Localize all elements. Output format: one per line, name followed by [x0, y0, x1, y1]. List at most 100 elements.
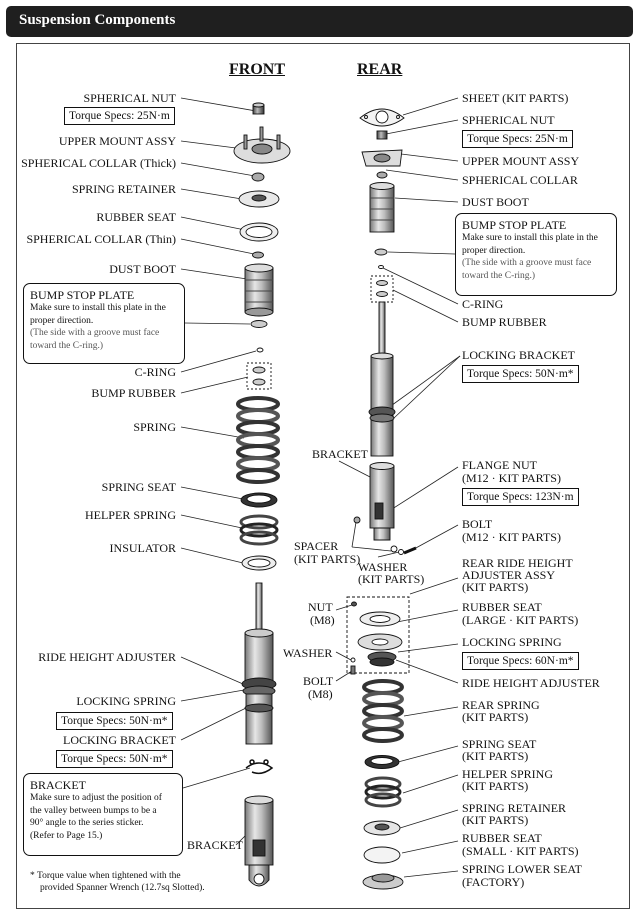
rear-sheet [359, 108, 405, 127]
front-parts [233, 102, 291, 887]
front-bracket-note-line4: (Refer to Page 15.) [30, 830, 103, 841]
rear-label-lower-seat-1: SPRING LOWER SEAT [462, 862, 583, 876]
front-bump-note-line1: Make sure to install this plate in the [30, 303, 166, 313]
front-label-locking-bracket: LOCKING BRACKET [63, 733, 176, 747]
rear-label-spring-seat-1: SPRING SEAT [462, 737, 537, 751]
rear-label-spherical-collar: SPHERICAL COLLAR [462, 173, 578, 187]
rear-c-ring [378, 265, 384, 269]
rear-torque-locking-spring: Torque Specs: 60N·m* [462, 652, 579, 670]
front-c-ring [256, 347, 264, 353]
rear-bump-note-title: BUMP STOP PLATE [462, 218, 567, 232]
rear-label-adjuster-assy-1: REAR RIDE HEIGHT [462, 556, 573, 570]
rear-label-dust-boot: DUST BOOT [462, 195, 529, 209]
front-heading: FRONT [229, 61, 285, 78]
rear-spacer [353, 516, 361, 524]
rear-bump-note-line1: Make sure to install this plate in the [462, 233, 598, 243]
rear-label-rear-spring-2: (KIT PARTS) [462, 710, 529, 724]
front-label-ride-height-adjuster: RIDE HEIGHT ADJUSTER [38, 650, 176, 664]
footnote-line1: * Torque value when tightened with the [30, 871, 181, 881]
front-bracket-note-title: BRACKET [30, 778, 87, 792]
front-bracket-note: BRACKET Make sure to adjust the position… [23, 773, 183, 856]
front-torque-locking-bracket: Torque Specs: 50N·m* [56, 750, 173, 768]
rear-label-bolt-2: (M12 · KIT PARTS) [462, 530, 561, 544]
footnote-line2: provided Spanner Wrench (12.7sq Slotted)… [40, 883, 205, 893]
front-label-helper-spring: HELPER SPRING [84, 508, 176, 522]
front-bracket-note-line3: 90° angle to the series sticker. [30, 818, 144, 828]
front-collar-thick [251, 172, 265, 182]
front-helper-spring [239, 514, 279, 546]
rear-label-washer-m8: WASHER [283, 646, 333, 660]
front-label-c-ring: C-RING [134, 365, 176, 379]
front-label-collar-thick: SPHERICAL COLLAR (Thick) [21, 156, 176, 170]
front-label-rubber-seat: RUBBER SEAT [96, 210, 176, 224]
rear-label-bolt-m8-2: (M8) [308, 687, 333, 701]
rear-bolt-m12 [403, 546, 417, 555]
rear-bracket [369, 462, 395, 541]
front-bump-stop-plate [250, 320, 268, 328]
front-bump-note-line3: (The side with a groove must face [30, 328, 160, 338]
rear-heading: REAR [357, 61, 403, 78]
rear-label-spacer-2: (KIT PARTS) [294, 552, 361, 566]
rear-label-upper-mount: UPPER MOUNT ASSY [462, 154, 580, 168]
rear-label-bolt-1: BOLT [462, 517, 493, 531]
rear-label-bracket: BRACKET [312, 447, 369, 461]
rear-label-spring-retainer-2: (KIT PARTS) [462, 813, 529, 827]
rear-bump-rubber [370, 275, 394, 303]
front-label-bracket: BRACKET [187, 838, 244, 852]
rear-label-nut-1: NUT [308, 600, 333, 614]
front-bump-stop-note: BUMP STOP PLATE Make sure to install thi… [23, 283, 185, 364]
front-dust-boot [244, 263, 274, 317]
rear-label-spring-seat-2: (KIT PARTS) [462, 749, 529, 763]
rear-bump-note-line2: proper direction. [462, 245, 526, 256]
rear-label-lower-seat-2: (FACTORY) [462, 875, 525, 889]
rear-label-rear-spring-1: REAR SPRING [462, 698, 540, 712]
rear-label-rubber-seat-small-2: (SMALL · KIT PARTS) [462, 844, 579, 858]
rear-upper-mount [361, 149, 403, 167]
rear-label-nut-2: (M8) [310, 613, 335, 627]
rear-spherical-nut [376, 130, 388, 140]
rear-label-sheet: SHEET (KIT PARTS) [462, 91, 569, 105]
front-label-dust-boot: DUST BOOT [109, 262, 176, 276]
rear-label-locking-bracket: LOCKING BRACKET [462, 348, 575, 362]
front-label-spherical-nut: SPHERICAL NUT [83, 91, 176, 105]
rear-adjuster-assy [346, 596, 410, 675]
front-damper [241, 582, 277, 745]
front-bump-note-title: BUMP STOP PLATE [30, 288, 135, 302]
rear-label-flange-nut-2: (M12 · KIT PARTS) [462, 471, 561, 485]
front-label-insulator: INSULATOR [109, 541, 176, 555]
front-bump-note-line4: toward the C-ring.) [30, 340, 104, 351]
front-upper-mount [233, 126, 291, 164]
front-main-spring [236, 396, 280, 484]
rear-dust-boot [369, 182, 395, 233]
front-bracket-note-line1: Make sure to adjust the position of [30, 793, 162, 803]
front-locking-bracket [245, 759, 274, 775]
rear-label-rubber-seat-large-2: (LARGE · KIT PARTS) [462, 613, 579, 627]
front-spring-seat [240, 492, 278, 508]
rear-spring [362, 679, 404, 743]
diagram-frame [16, 43, 630, 909]
rear-label-adjuster-assy-2: ADJUSTER ASSY [462, 568, 556, 582]
rear-label-rubber-seat-large-1: RUBBER SEAT [462, 600, 542, 614]
leader-lines [180, 97, 461, 878]
front-collar-thin [252, 251, 264, 259]
rear-rubber-seat-small [363, 846, 401, 864]
rear-spring-seat [364, 755, 400, 769]
front-label-bump-rubber: BUMP RUBBER [91, 386, 176, 400]
rear-label-flange-nut-1: FLANGE NUT [462, 458, 537, 472]
front-spring-retainer [238, 190, 280, 208]
rear-torque-locking-bracket: Torque Specs: 50N·m* [462, 365, 579, 383]
rear-label-locking-spring: LOCKING SPRING [462, 635, 562, 649]
front-label-spring-seat: SPRING SEAT [101, 480, 176, 494]
rear-spring-retainer [363, 820, 401, 836]
front-bracket [244, 795, 274, 887]
front-torque-locking-spring: Torque Specs: 50N·m* [56, 712, 173, 730]
rear-label-helper-spring-1: HELPER SPRING [462, 767, 554, 781]
rear-label-washer-1: WASHER [358, 560, 408, 574]
front-bump-rubber [246, 362, 272, 390]
rear-spherical-collar [376, 171, 388, 179]
front-bump-note-line2: proper direction. [30, 315, 94, 326]
rear-bump-note-line3: (The side with a groove must face [462, 258, 592, 268]
rear-damper [368, 301, 396, 457]
rear-label-helper-spring-2: (KIT PARTS) [462, 779, 529, 793]
